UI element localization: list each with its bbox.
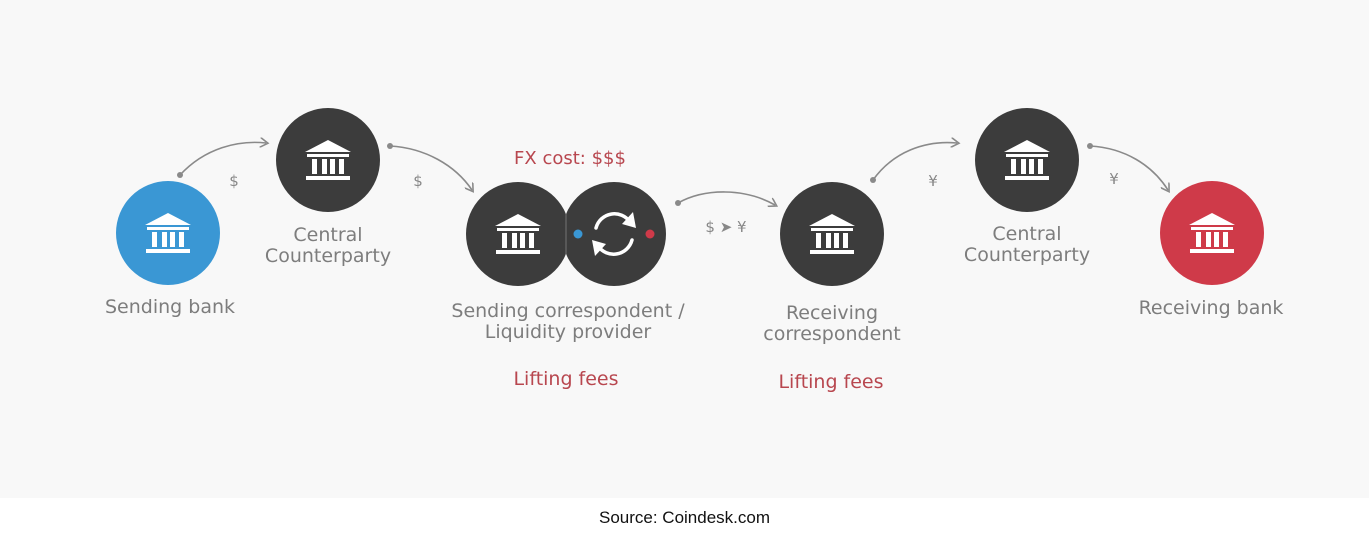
- receiving-correspondent-label: Receiving correspondent: [763, 302, 901, 345]
- receiving-bank-label: Receiving bank: [1138, 297, 1284, 319]
- currency-dot-red: [645, 229, 655, 239]
- lifting-fees-label-2: Lifting fees: [778, 371, 884, 393]
- flow-label-3: $ ➤ ¥: [705, 218, 747, 236]
- flow-arrow-4: [872, 143, 957, 181]
- lifting-fees-label-1: Lifting fees: [513, 368, 619, 390]
- node-receiving-bank: [1160, 181, 1264, 285]
- node-central-counterparty-1: [276, 108, 380, 212]
- flow-arrow-3: [677, 191, 775, 205]
- exchange-icon: [592, 212, 636, 256]
- flow-label-2: $: [413, 172, 423, 190]
- flow-arrow-1: [179, 142, 266, 176]
- diagram-canvas: [0, 0, 1369, 498]
- flow-label-1: $: [229, 172, 239, 190]
- sending-correspondent-label: Sending correspondent / Liquidity provid…: [451, 300, 685, 343]
- node-liquidity-exchange: [562, 182, 666, 286]
- flow-label-5: ¥: [1109, 170, 1119, 188]
- central-counterparty-1-label: Central Counterparty: [264, 224, 392, 267]
- flow-arrows: [177, 142, 1168, 206]
- flow-label-4: ¥: [928, 172, 938, 190]
- central-counterparty-2-label: Central Counterparty: [963, 223, 1091, 266]
- sending-bank-label: Sending bank: [104, 296, 236, 318]
- node-sending-correspondent: [466, 182, 570, 286]
- node-sending-bank: [116, 181, 220, 285]
- payment-flow-diagram: [116, 108, 1264, 286]
- fx-cost-label: FX cost: $$$: [514, 148, 626, 169]
- node-receiving-correspondent: [780, 182, 884, 286]
- node-central-counterparty-2: [975, 108, 1079, 212]
- flow-arrow-5: [1089, 145, 1168, 190]
- flow-arrow-2: [389, 145, 472, 190]
- currency-dot-blue: [573, 229, 583, 239]
- source-caption: Source: Coindesk.com: [598, 508, 771, 527]
